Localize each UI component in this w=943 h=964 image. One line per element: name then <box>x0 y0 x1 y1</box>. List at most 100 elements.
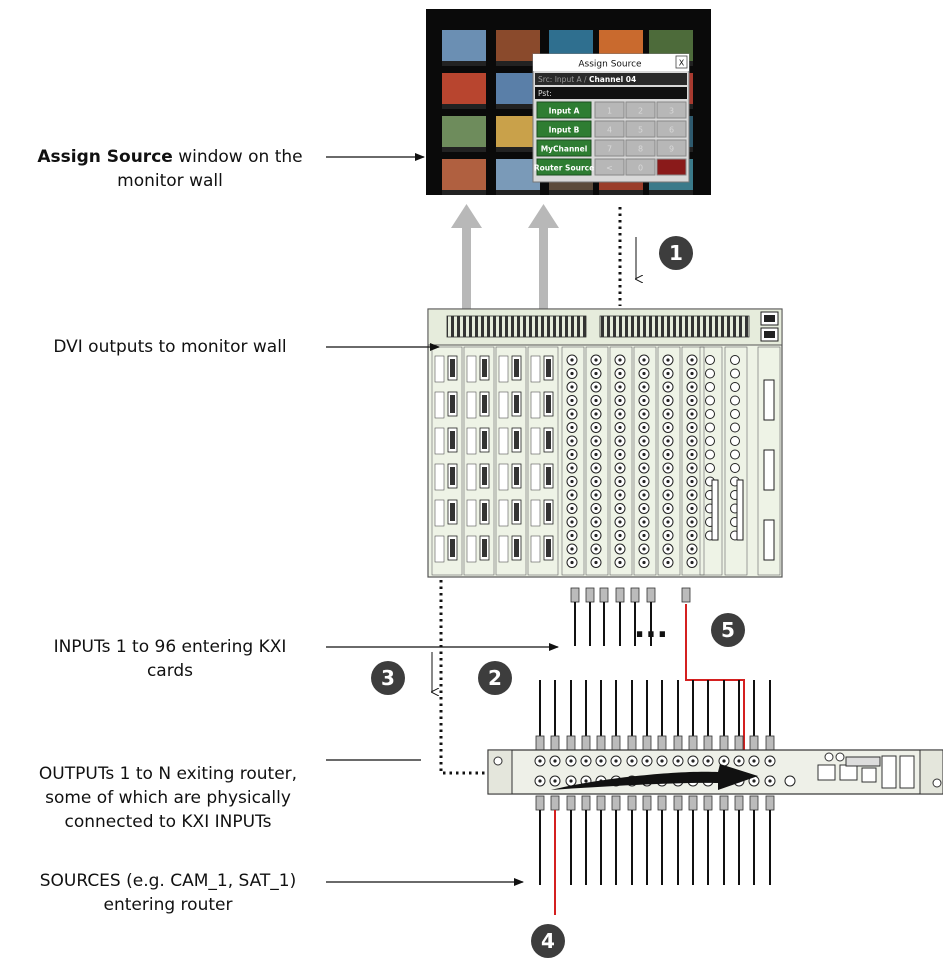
cable-plug <box>567 796 575 810</box>
bnc-pin <box>618 534 621 537</box>
cable-plug <box>735 736 743 750</box>
bnc-pin <box>618 480 621 483</box>
bnc-pin <box>642 466 645 469</box>
thumbnail-label-bar <box>649 190 693 195</box>
router-bnc-pin <box>630 759 633 762</box>
video-thumbnail <box>442 159 486 190</box>
bnc-pin <box>570 426 573 429</box>
callout-assign-source-line2: monitor wall <box>117 171 223 191</box>
dvi-connector-pins <box>450 359 455 377</box>
card-label-block <box>499 356 508 382</box>
bnc-pin <box>594 480 597 483</box>
bnc-pin <box>690 399 693 402</box>
keypad-key-label: 1 <box>607 107 612 116</box>
cable-plug <box>682 588 690 602</box>
dvi-connector-pins <box>482 359 487 377</box>
bnc-pin <box>594 399 597 402</box>
card-label-block <box>435 464 444 490</box>
dvi-connector-pins <box>514 431 519 449</box>
card-label-block <box>531 500 540 526</box>
cable-plug <box>704 796 712 810</box>
router-source-cables <box>536 796 774 915</box>
bnc-pin <box>618 561 621 564</box>
bnc-pin <box>642 561 645 564</box>
bnc-pin <box>594 453 597 456</box>
db-connector <box>764 380 774 420</box>
callout-assign-source-bold: Assign Source <box>37 147 172 167</box>
kxi-input-cables <box>571 588 690 646</box>
assign-source-window[interactable]: Assign Source X Src: Input A / Channel 0… <box>533 54 689 182</box>
card-label-block <box>531 428 540 454</box>
bnc-connector <box>706 383 715 392</box>
assign-button-label: MyChannel <box>541 145 588 154</box>
bnc-pin <box>690 466 693 469</box>
card-label-block <box>499 536 508 562</box>
bnc-pin <box>618 466 621 469</box>
dvi-connector-pins <box>514 467 519 485</box>
bnc-pin <box>570 453 573 456</box>
bnc-pin <box>594 493 597 496</box>
bnc-pin <box>594 520 597 523</box>
bnc-pin <box>594 534 597 537</box>
router-bnc-pin <box>538 759 541 762</box>
assign-source-title: Assign Source <box>578 60 642 70</box>
cable-plug <box>674 736 682 750</box>
router-bnc-pin <box>768 779 771 782</box>
dvi-connector-pins <box>546 539 551 557</box>
keypad-key-label: 3 <box>669 107 674 116</box>
cable-plug <box>571 588 579 602</box>
bnc-pin <box>570 399 573 402</box>
card-label-block <box>467 464 476 490</box>
cable-plug <box>658 736 666 750</box>
bnc-connector <box>706 450 715 459</box>
callout-inputs-line1: INPUTs 1 to 96 entering KXI <box>54 637 287 657</box>
router-bnc-pin <box>614 759 617 762</box>
router-bnc-pin <box>691 759 694 762</box>
keypad-key-label: 8 <box>638 145 643 154</box>
bnc-pin <box>570 439 573 442</box>
callout-inputs-line2: cards <box>147 661 193 681</box>
cable-plug <box>766 796 774 810</box>
cable-plug <box>567 736 575 750</box>
keypad-key-label: 6 <box>669 126 674 135</box>
dvi-connector-pins <box>546 503 551 521</box>
router-bnc-pin <box>706 759 709 762</box>
thumbnail-label-bar <box>549 190 593 195</box>
router-bnc <box>785 776 795 786</box>
bnc-pin <box>642 439 645 442</box>
bnc-pin <box>666 385 669 388</box>
step-badge-number: 5 <box>721 618 735 642</box>
bnc-pin <box>594 466 597 469</box>
video-thumbnail <box>442 30 486 61</box>
cable-plug <box>631 588 639 602</box>
dvi-connector-pins <box>514 539 519 557</box>
bnc-pin <box>690 453 693 456</box>
cable-plug <box>582 796 590 810</box>
router-bnc-pin <box>676 759 679 762</box>
cable-plug <box>616 588 624 602</box>
card-label-block <box>499 428 508 454</box>
router-bnc-pin <box>660 759 663 762</box>
bnc-pin <box>666 493 669 496</box>
keypad-key[interactable] <box>657 159 686 175</box>
dvi-connector-pins <box>482 431 487 449</box>
bnc-pin <box>642 480 645 483</box>
bnc-pin <box>666 466 669 469</box>
bnc-pin <box>570 547 573 550</box>
bnc-connector <box>706 423 715 432</box>
dvi-connector-pins <box>514 395 519 413</box>
bnc-pin <box>570 372 573 375</box>
bnc-pin <box>666 480 669 483</box>
cable-plug <box>597 736 605 750</box>
card-label-block <box>467 392 476 418</box>
card-label-block <box>531 356 540 382</box>
bnc-pin <box>618 385 621 388</box>
cable-plug <box>612 736 620 750</box>
router <box>488 680 943 915</box>
cable-plug <box>612 796 620 810</box>
bnc-pin <box>570 520 573 523</box>
bnc-pin <box>642 507 645 510</box>
bnc-pin <box>642 358 645 361</box>
bnc-pin <box>570 507 573 510</box>
bnc-pin <box>666 399 669 402</box>
